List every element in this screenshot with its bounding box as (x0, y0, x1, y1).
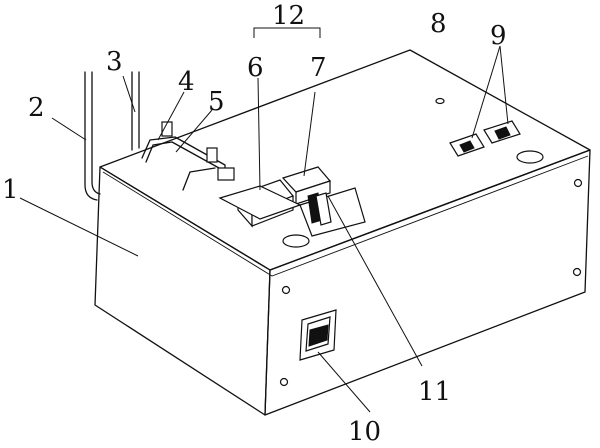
connector-right (483, 120, 521, 144)
label-11: 11 (418, 377, 451, 407)
leader-lines (19, 27, 509, 413)
label-5: 5 (208, 87, 225, 117)
fitting-icon (206, 147, 218, 163)
leader-11 (327, 195, 423, 367)
label-7: 7 (310, 53, 327, 83)
valve-icon (217, 167, 235, 181)
labels: 1 2 3 4 5 6 7 8 9 10 11 12 (2, 1, 507, 447)
leader-5 (175, 109, 213, 153)
pipe-2 (84, 71, 98, 201)
screw-icon (573, 178, 583, 188)
leader-10 (317, 351, 371, 413)
leader-1 (19, 197, 139, 257)
label-6: 6 (247, 53, 264, 83)
base-plate (218, 185, 302, 220)
clamp-mechanism (218, 166, 332, 228)
leader-9a (471, 45, 501, 139)
label-12: 12 (272, 1, 305, 31)
round-hole (516, 150, 544, 164)
screws (279, 178, 583, 387)
tube-assembly (141, 121, 235, 191)
switch-rocker-icon (308, 324, 329, 347)
fitting-icon (161, 121, 173, 137)
leader-3 (122, 75, 136, 113)
bracket-12 (253, 27, 321, 38)
rocker-switch (299, 309, 337, 361)
box-right-face (264, 149, 591, 416)
tube-5 (182, 167, 216, 191)
connector-left (449, 133, 485, 157)
leader-9b (499, 45, 509, 125)
screw-icon (279, 377, 289, 387)
box-body (94, 49, 591, 416)
label-8: 8 (430, 9, 447, 39)
part-7-front (295, 180, 331, 205)
box-top-face (99, 49, 591, 271)
leader-6 (257, 77, 261, 191)
tube-4-inner (145, 141, 220, 169)
handle-plate (315, 192, 332, 226)
pipe-2-inner (91, 71, 101, 195)
label-1: 1 (2, 175, 19, 205)
screw-icon (281, 285, 291, 295)
pipes (84, 71, 140, 201)
indicator-hole (435, 97, 445, 105)
label-10: 10 (348, 417, 381, 447)
round-hole (282, 234, 310, 248)
leader-4 (157, 91, 185, 141)
label-4: 4 (178, 67, 195, 97)
label-9: 9 (490, 21, 507, 51)
screw-icon (572, 267, 582, 277)
box-top-edge (102, 155, 589, 277)
label-3: 3 (106, 47, 123, 77)
leader-2 (51, 117, 87, 141)
label-2: 2 (28, 93, 45, 123)
leader-7 (303, 91, 316, 177)
